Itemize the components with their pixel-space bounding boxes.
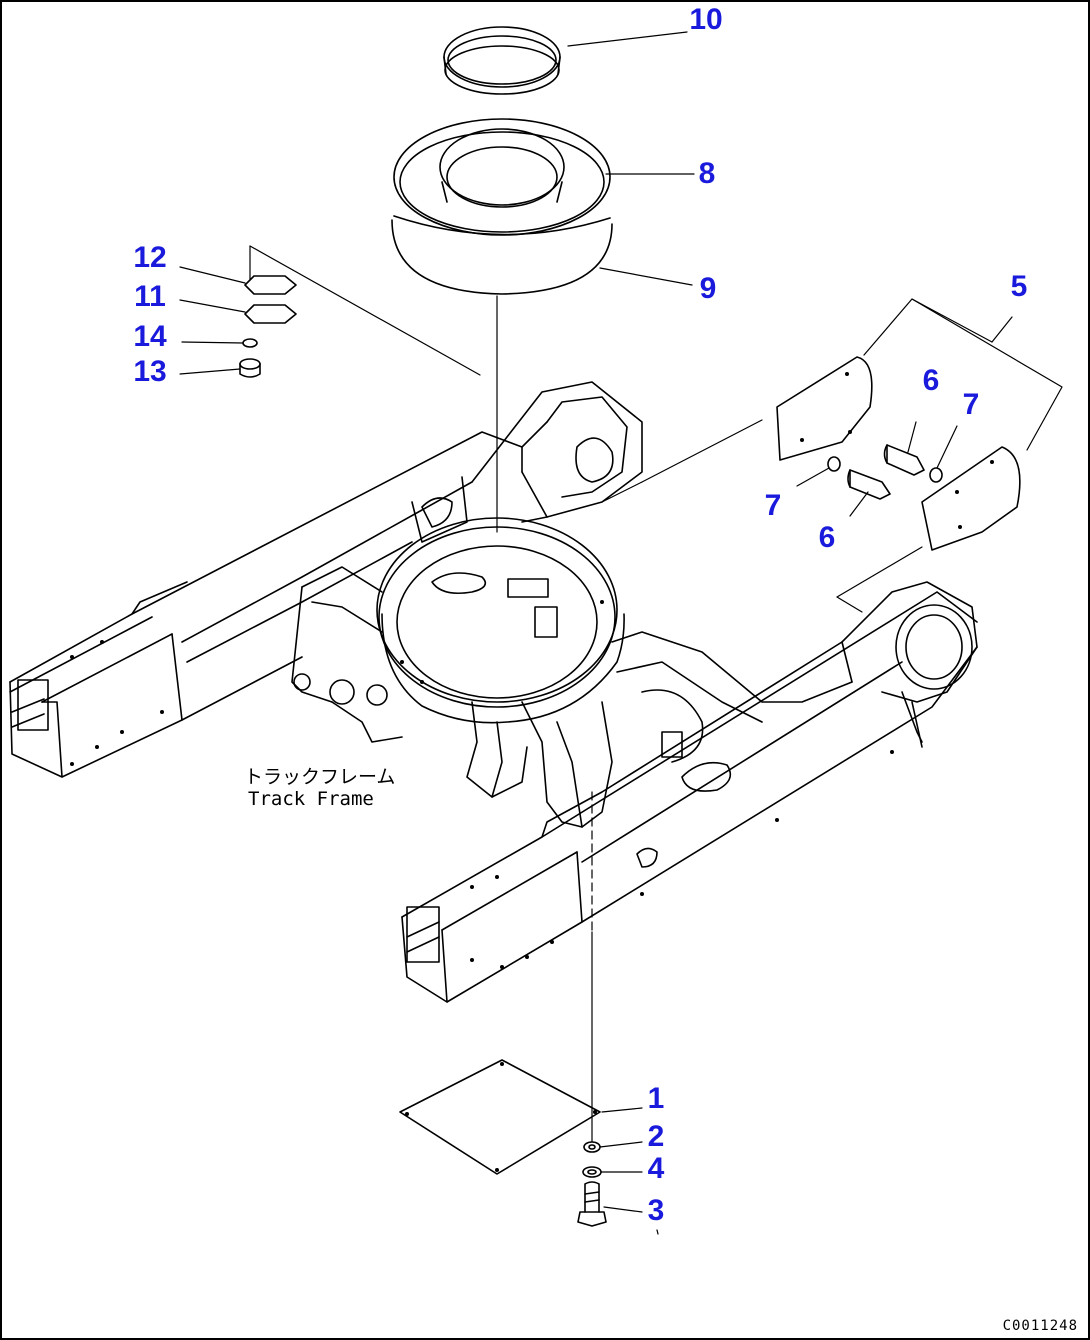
label-part-7-upper: 7: [962, 388, 980, 421]
label-part-6-lower: 6: [818, 521, 836, 554]
label-part-12: 12: [133, 241, 167, 274]
label-part-14: 14: [133, 320, 167, 353]
part-8-bearing: [393, 118, 611, 236]
label-part-8: 8: [698, 157, 716, 190]
part-10-seal-ring: [443, 26, 561, 95]
small-parts-stack: [239, 275, 297, 378]
label-part-11: 11: [134, 280, 166, 313]
bottom-fasteners: [577, 1141, 607, 1227]
leader-lines: [179, 31, 1063, 1235]
label-part-6-upper: 6: [922, 364, 940, 397]
part-9-shim: [391, 215, 613, 295]
label-part-1: 1: [647, 1082, 665, 1115]
caption-english: Track Frame: [248, 788, 374, 810]
part-1-cover-plate: [399, 1059, 601, 1175]
label-part-5: 5: [1010, 270, 1028, 303]
label-part-9: 9: [699, 272, 717, 305]
label-part-3: 3: [647, 1194, 665, 1227]
label-part-7-lower: 7: [764, 489, 782, 522]
label-part-4: 4: [647, 1152, 665, 1185]
caption-japanese: トラックフレーム: [244, 766, 396, 788]
track-frame-drawing: [9, 381, 978, 1003]
drawing-code: C0011248: [1002, 1318, 1078, 1334]
bolts-washers: [827, 444, 943, 500]
label-part-2: 2: [647, 1120, 665, 1153]
label-part-10: 10: [689, 3, 723, 36]
part-5-covers: [776, 356, 1021, 551]
label-part-13: 13: [133, 355, 167, 388]
